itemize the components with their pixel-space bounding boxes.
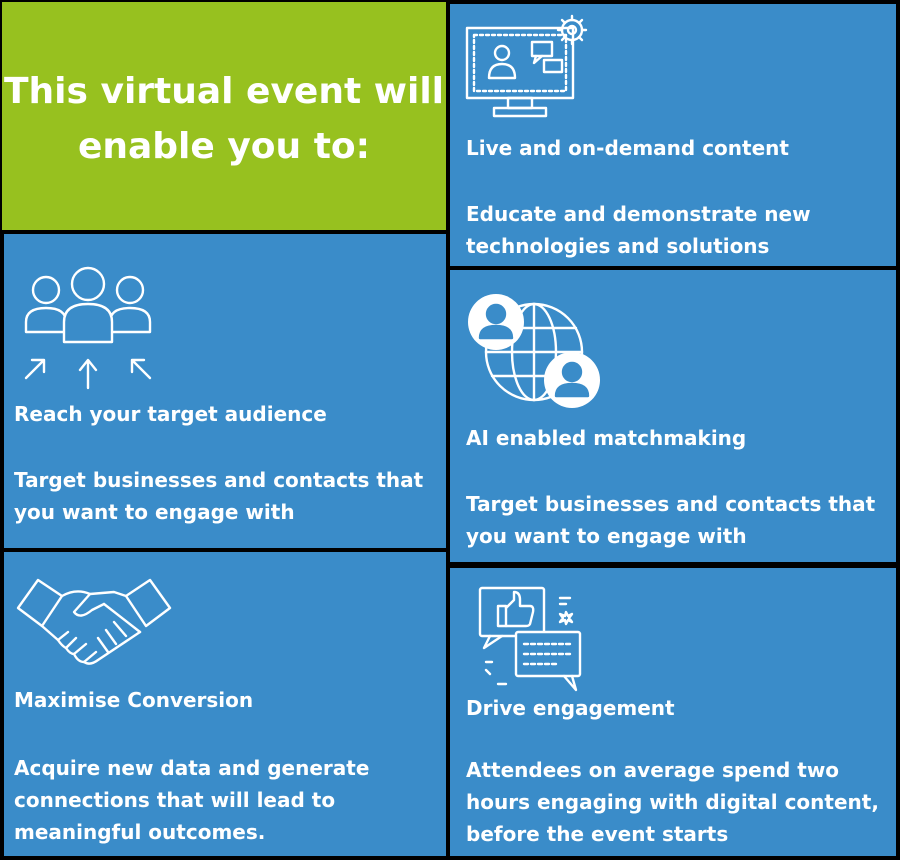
card-drive-engagement: Drive engagement Attendees on average sp…	[450, 568, 896, 856]
card-live-content: Live and on-demand content Educate and d…	[450, 4, 896, 266]
card-reach-title: Reach your target audience	[14, 402, 327, 426]
card-reach-desc-line-2: you want to engage with	[14, 500, 295, 524]
card-engagement-desc-line-1: Attendees on average spend two	[466, 758, 840, 782]
card-engagement-desc-line-2: hours engaging with digital content,	[466, 790, 879, 814]
thumbs-up-chat-icon	[478, 586, 582, 692]
monitor-chat-gear-icon	[465, 14, 588, 118]
card-conversion-desc-line-2: connections that will lead to	[14, 788, 336, 812]
card-reach-desc-line-1: Target businesses and contacts that	[14, 468, 424, 492]
card-ai-matchmaking: AI enabled matchmaking Target businesses…	[450, 270, 896, 562]
card-maximise-conversion: Maximise Conversion Acquire new data and…	[4, 552, 446, 856]
card-ai-title: AI enabled matchmaking	[466, 426, 747, 450]
card-live-title: Live and on-demand content	[466, 136, 789, 160]
card-live-desc-line-2: technologies and solutions	[466, 234, 770, 258]
handshake-icon	[16, 578, 172, 665]
globe-users-icon	[468, 294, 600, 408]
card-ai-desc-line-1: Target businesses and contacts that	[466, 492, 876, 516]
card-conversion-title: Maximise Conversion	[14, 688, 254, 712]
card-ai-desc-line-2: you want to engage with	[466, 524, 747, 548]
card-conversion-desc-line-3: meaningful outcomes.	[14, 820, 266, 844]
card-engagement-title: Drive engagement	[466, 696, 675, 720]
card-conversion-desc-line-1: Acquire new data and generate	[14, 756, 370, 780]
card-live-desc-line-1: Educate and demonstrate new	[466, 202, 811, 226]
heading-line-2: enable you to:	[77, 126, 371, 167]
audience-icon	[24, 266, 152, 390]
heading-line-1: This virtual event will	[4, 71, 444, 112]
card-engagement-desc-line-3: before the event starts	[466, 822, 729, 846]
heading-panel: This virtual event will enable you to:	[2, 2, 446, 230]
card-reach-audience: Reach your target audience Target busine…	[4, 234, 446, 548]
